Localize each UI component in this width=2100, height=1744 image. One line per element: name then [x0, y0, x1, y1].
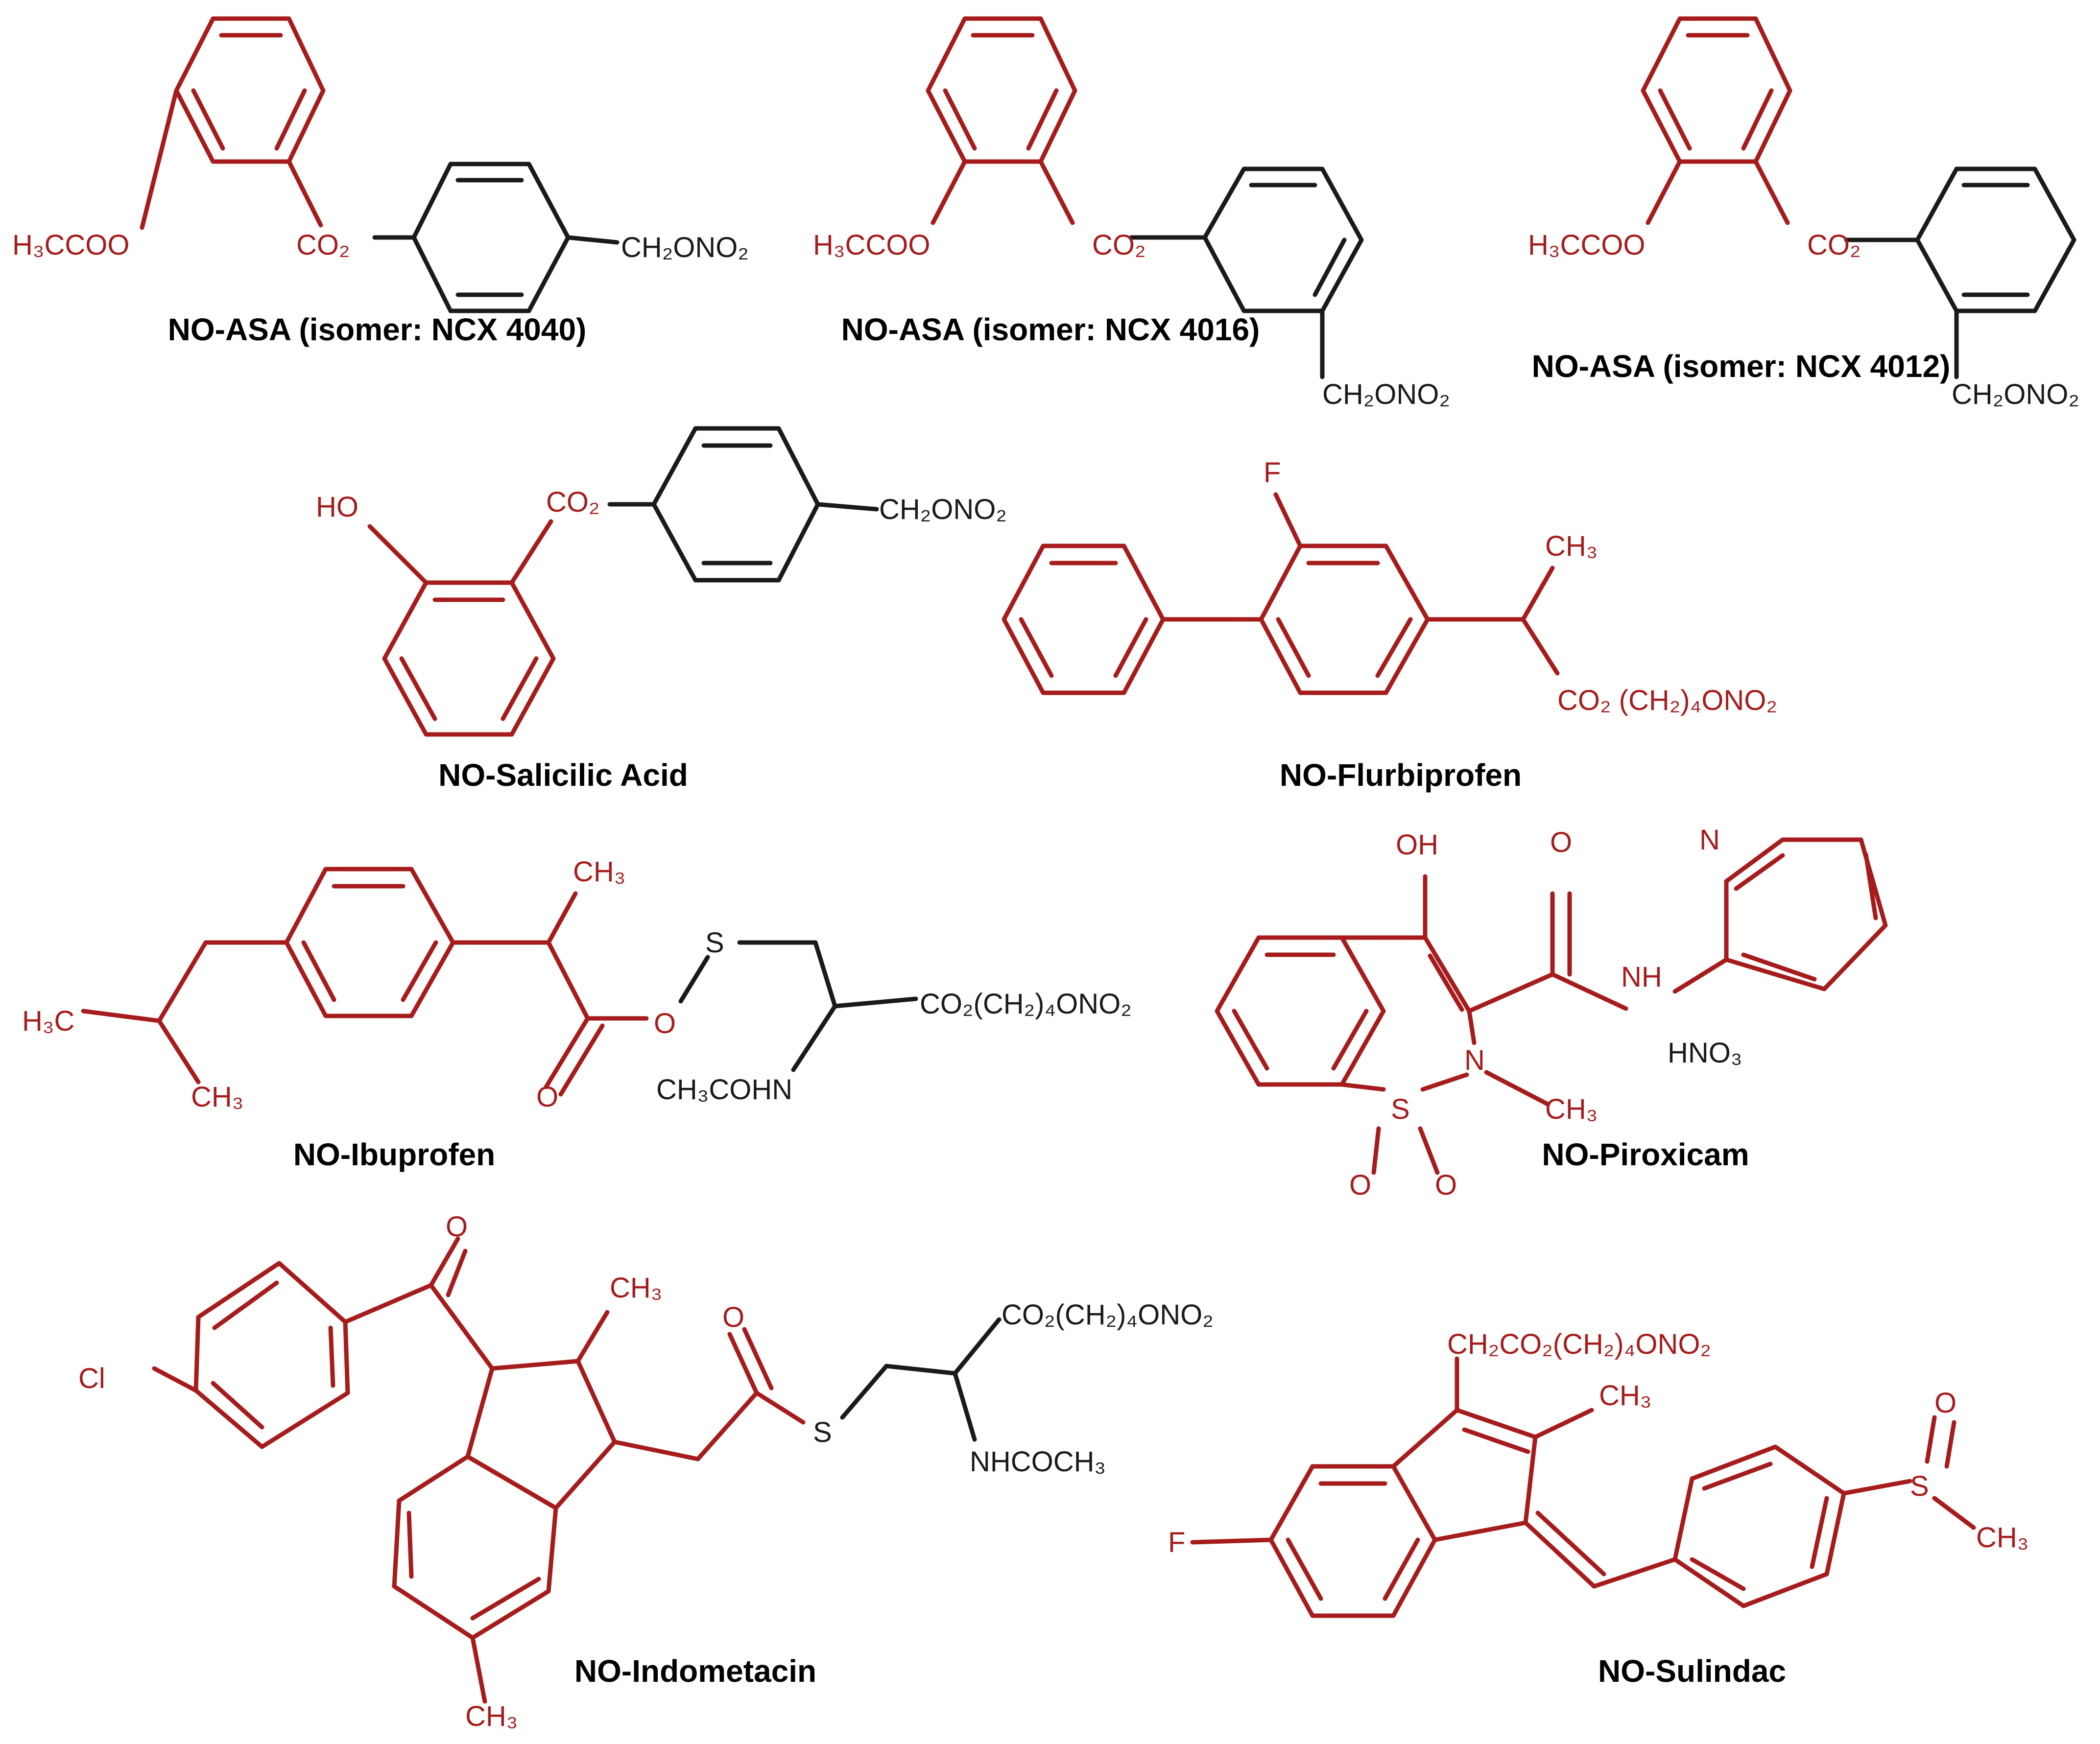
label-ester: CO₂ — [1807, 229, 1861, 261]
ncx4040-linker-ring — [372, 162, 620, 313]
label-ester-oxygen: O — [654, 1008, 676, 1039]
label-hydroxy: OH — [1396, 829, 1438, 861]
no-flurbiprofen-structure: F CH₃ CO₂ (CH₂)₄ONO₂ — [1002, 457, 1777, 716]
label-nitrooxymethyl: CH₂ONO₂ — [1952, 378, 2079, 410]
label-methyl: CH₃ — [1599, 1380, 1651, 1412]
ncx4012-structure: H₃CCOO CO₂ CH₂ONO₂ — [1528, 16, 2079, 410]
caption-no-flurbiprofen: NO-Flurbiprofen — [1280, 757, 1522, 793]
label-isopropyl-methyl: H₃C — [22, 1005, 74, 1037]
ncx4040-salicyl-ring — [140, 16, 326, 230]
label-carbonyl-oxygen: O — [536, 1081, 558, 1113]
caption-no-sulindac: NO-Sulindac — [1598, 1653, 1786, 1689]
caption-ncx4012: NO-ASA (isomer: NCX 4012) — [1532, 349, 1951, 384]
salicylic-ring — [367, 519, 556, 737]
label-pyridine-nitrogen: N — [1699, 824, 1720, 856]
label-ester: CO₂ — [546, 486, 600, 518]
caption-no-salicylic-acid: NO-Salicilic Acid — [438, 757, 688, 793]
label-chloro: Cl — [78, 1363, 105, 1394]
no-indometacin-structure: O Cl CH₃ O S CO₂(CH₂)₄ONO₂ NHCOCH₃ CH₃ — [78, 1211, 1214, 1732]
label-carbonyl-oxygen: O — [1550, 826, 1572, 858]
ncx4040-structure: H₃CCOO CO₂ CH₂ONO₂ — [12, 16, 749, 313]
label-sulfur: S — [705, 927, 724, 959]
ibuprofen-cysteine-linker — [678, 940, 918, 1072]
label-benzoyl-oxygen: O — [446, 1211, 468, 1243]
label-acetamido: NHCOCH₃ — [970, 1446, 1106, 1478]
label-methyl: CH₃ — [1545, 530, 1598, 562]
label-sulfonyl-oxygen: O — [1349, 1169, 1371, 1201]
label-ester: CO₂ — [1092, 229, 1146, 261]
no-sulindac-structure: CH₂CO₂(CH₂)₄ONO₂ CH₃ F O S CH₃ — [1168, 1328, 2028, 1618]
caption-ncx4016: NO-ASA (isomer: NCX 4016) — [841, 312, 1260, 347]
label-s-methyl: CH₃ — [1976, 1522, 2028, 1554]
ncx4016-structure: H₃CCOO CO₂ CH₂ONO₂ — [813, 16, 1450, 410]
ibuprofen-skeleton — [81, 867, 649, 1097]
indometacin-cysteine-linker — [840, 1317, 1002, 1442]
ncx4012-salicyl-ring — [1641, 16, 1792, 225]
label-sulfoxide-sulfur: S — [1910, 1470, 1929, 1502]
caption-no-indometacin: NO-Indometacin — [574, 1653, 816, 1689]
label-sulfur: S — [813, 1416, 832, 1448]
label-acetoxy: H₃CCOO — [1528, 229, 1646, 261]
label-nitrooxymethyl: CH₂ONO₂ — [621, 232, 749, 263]
label-ester-chain: CO₂ (CH₂)₄ONO₂ — [1557, 684, 1777, 716]
label-acetoxy: H₃CCOO — [813, 229, 931, 261]
flurbiprofen-skeleton — [1002, 492, 1560, 695]
ncx4012-linker-ring — [1844, 166, 2076, 379]
label-sulfoxide-oxygen: O — [1934, 1387, 1957, 1419]
label-methyl: CH₃ — [573, 856, 625, 888]
label-acetamido: CH₃COHN — [656, 1074, 792, 1106]
label-ester: CO₂ — [296, 229, 350, 261]
ncx4016-linker-ring — [1129, 166, 1364, 379]
piroxicam-skeleton — [1215, 837, 1888, 1175]
label-ring-methyl: CH₃ — [465, 1700, 518, 1732]
label-fluoro: F — [1168, 1527, 1185, 1558]
label-acetoxy: H₃CCOO — [12, 229, 130, 261]
salicylic-linker-ring — [607, 426, 879, 583]
label-nitric-acid: HNO₃ — [1668, 1037, 1742, 1069]
label-methyl: CH₃ — [610, 1272, 662, 1304]
label-ester-chain: CO₂(CH₂)₄ONO₂ — [1002, 1299, 1214, 1331]
no-salicylic-structure: HO CO₂ CH₂ONO₂ — [316, 426, 1007, 737]
label-nitrooxymethyl: CH₂ONO₂ — [1322, 378, 1450, 410]
label-sulfonyl-oxygen: O — [1435, 1169, 1457, 1201]
label-fluoro: F — [1264, 457, 1281, 489]
label-amide-nh: NH — [1621, 961, 1662, 993]
label-isopropyl-methyl: CH₃ — [191, 1081, 243, 1113]
label-nitrooxymethyl: CH₂ONO₂ — [879, 494, 1007, 525]
no-ibuprofen-structure: H₃C CH₃ CH₃ O O S CO₂(CH₂)₄ONO₂ CH₃COHN — [22, 856, 1132, 1113]
sulindac-skeleton — [1190, 1356, 1976, 1618]
label-n-methyl: CH₃ — [1545, 1093, 1598, 1125]
indometacin-skeleton — [152, 1236, 806, 1704]
label-sulfonyl-sulfur: S — [1391, 1093, 1410, 1125]
label-thioester-oxygen: O — [722, 1301, 744, 1333]
no-piroxicam-structure: OH O N NH N CH₃ S O O HNO₃ — [1215, 824, 1888, 1201]
caption-no-piroxicam: NO-Piroxicam — [1542, 1137, 1749, 1172]
caption-ncx4040: NO-ASA (isomer: NCX 4040) — [168, 312, 587, 347]
label-ester-chain: CO₂(CH₂)₄ONO₂ — [920, 988, 1132, 1020]
label-ester-chain: CH₂CO₂(CH₂)₄ONO₂ — [1447, 1328, 1711, 1360]
label-ring-nitrogen: N — [1464, 1044, 1485, 1076]
label-hydroxy: HO — [316, 491, 358, 523]
ncx4016-salicyl-ring — [926, 16, 1077, 225]
caption-no-ibuprofen: NO-Ibuprofen — [293, 1137, 495, 1172]
